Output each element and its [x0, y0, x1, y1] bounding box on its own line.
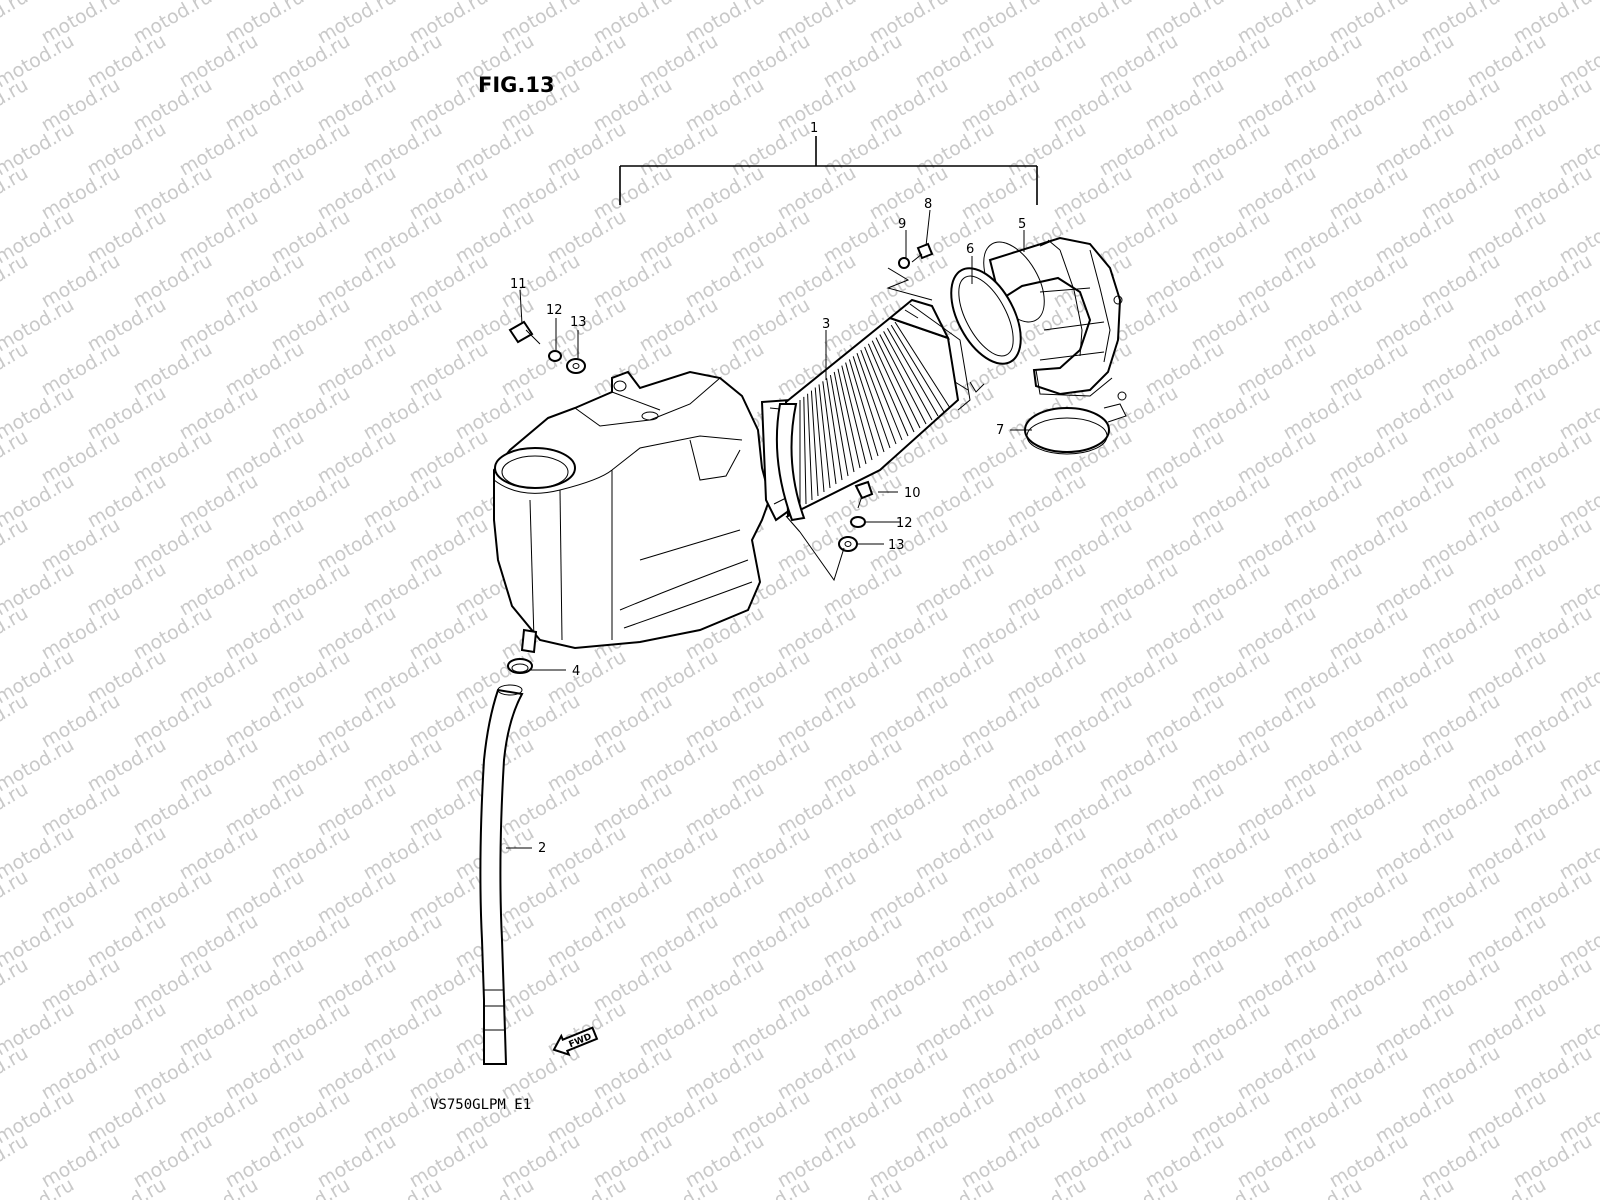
watermark-text: motod.ru [728, 1174, 814, 1200]
callout-13-lower: 13 [888, 538, 905, 553]
callout-12-lower: 12 [896, 516, 913, 531]
callout-12-upper: 12 [546, 303, 563, 318]
filter-pleat [886, 327, 939, 417]
filter-pleat [826, 378, 843, 481]
watermark-text: motod.ru [636, 1174, 722, 1200]
filter-pleat [875, 337, 921, 429]
filter-pleat [814, 387, 825, 493]
watermark-text: motod.ru [268, 1174, 354, 1200]
filter-pleat [867, 343, 909, 437]
callout-1: 1 [810, 121, 818, 136]
filter-pleat [845, 362, 873, 461]
filter-pleat [883, 331, 933, 421]
filter-pleat [879, 334, 927, 425]
watermark-text: motod.ru [0, 1042, 32, 1105]
air-filter-element [775, 298, 971, 522]
intake-duct [983, 236, 1127, 401]
filter-pleat [894, 321, 951, 409]
watermark-text: motod.ru [1004, 1174, 1090, 1200]
leader-lines [506, 209, 1032, 849]
callout-13-upper: 13 [570, 315, 587, 330]
watermark-text: motod.ru [1372, 1174, 1458, 1200]
callout-8: 8 [924, 197, 932, 212]
filter-pleat [856, 353, 891, 449]
watermark-text: motod.ru [0, 690, 32, 753]
filter-pleat [810, 390, 819, 497]
figure-title: FIG.13 [478, 73, 555, 97]
hose-clamp [1024, 403, 1127, 455]
filter-pleat [833, 371, 855, 473]
callout-2: 2 [538, 841, 546, 856]
callout-4: 4 [572, 664, 580, 679]
air-cleaner-case [493, 370, 806, 654]
watermark-text: motod.ru [0, 866, 32, 929]
watermark-text: motod.ru [0, 1130, 32, 1193]
filter-pleat [864, 346, 903, 441]
watermark-text: motod.ru [1096, 1174, 1182, 1200]
watermark-text: motod.ru [820, 1174, 906, 1200]
callout-9: 9 [898, 217, 906, 232]
watermark-text: motod.ru [0, 954, 32, 1017]
filter-pleat [822, 381, 837, 485]
filter-pleat [803, 396, 807, 505]
watermark-text: motod.ru [1464, 1174, 1550, 1200]
watermark-text: motod.ru [0, 778, 32, 841]
model-code: VS750GLPM E1 [430, 1097, 531, 1113]
watermark-text: motod.ru [84, 1174, 170, 1200]
watermark-text: motod.ru [0, 602, 32, 665]
filter-pleat [871, 340, 915, 433]
filter-pleat [841, 365, 867, 465]
callout-7: 7 [996, 423, 1004, 438]
filter-pleat [837, 368, 861, 469]
watermark-text: motod.ru [0, 0, 32, 48]
assembly-bracket [619, 136, 1038, 205]
callout-5: 5 [1018, 217, 1026, 232]
filter-pleat [818, 384, 831, 489]
watermark-text: motod.ru [452, 1174, 538, 1200]
filter-pleat [852, 356, 885, 453]
callout-3: 3 [822, 317, 830, 332]
fasteners [508, 242, 934, 552]
callout-6: 6 [966, 242, 974, 257]
filter-pleat [848, 359, 879, 457]
watermark-text: motod.ru [0, 162, 32, 225]
callout-labels: 1 2 3 4 5 6 7 8 9 10 11 12 13 12 13 [510, 121, 1026, 856]
callout-11: 11 [510, 277, 527, 292]
watermark-text: motod.ru [0, 338, 32, 401]
watermark-text: motod.ru [1280, 1174, 1366, 1200]
watermark-text: motod.ru [912, 1174, 998, 1200]
drain-hose [479, 684, 524, 1065]
watermark-text: motod.ru [0, 250, 32, 313]
filter-pleat [890, 324, 945, 413]
watermark-text: motod.ru [544, 1174, 630, 1200]
callout-10: 10 [904, 486, 921, 501]
watermark-text: motod.ru [1188, 1174, 1274, 1200]
watermark-text: motod.ru [360, 1174, 446, 1200]
filter-pleat [860, 349, 897, 445]
filter-pleat [807, 393, 813, 501]
small-clamp [507, 658, 533, 674]
watermark-text: motod.ru [0, 514, 32, 577]
watermark-text: motod.ru [0, 426, 32, 489]
watermark-text: motod.ru [176, 1174, 262, 1200]
watermark-text: motod.ru [0, 74, 32, 137]
watermark-text: motod.ru [1556, 1174, 1600, 1200]
filter-pleat [829, 374, 849, 477]
seal-ring [950, 267, 1022, 393]
